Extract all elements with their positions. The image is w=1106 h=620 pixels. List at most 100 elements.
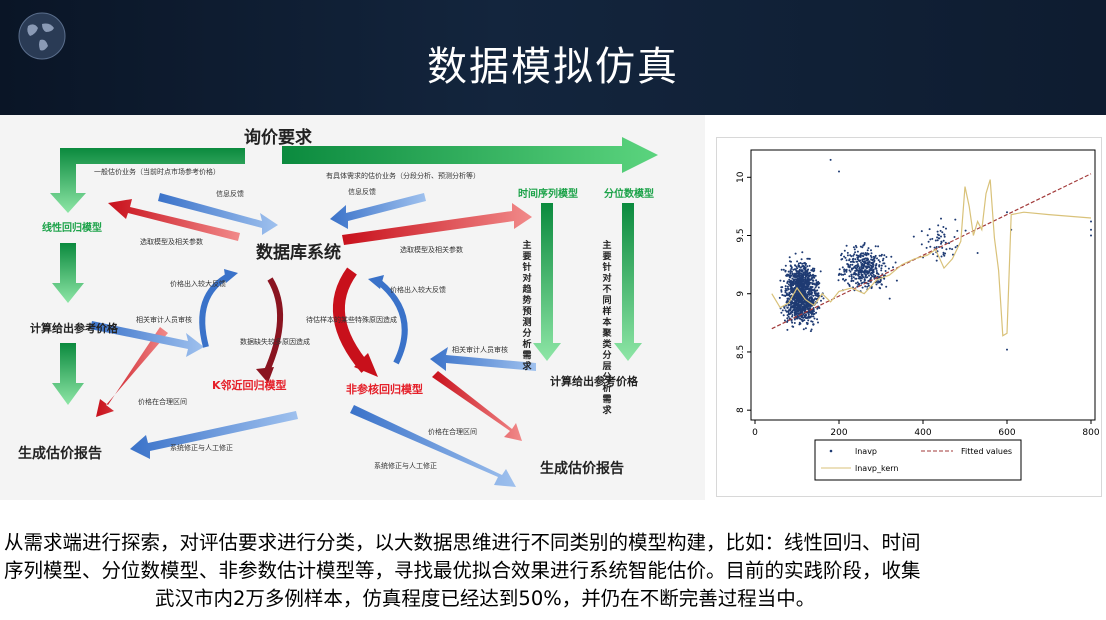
data-point <box>863 253 866 256</box>
data-point <box>931 237 934 240</box>
arrow-red-knn <box>96 327 168 417</box>
data-point <box>875 264 878 267</box>
data-point <box>794 306 797 309</box>
data-point <box>940 217 942 220</box>
data-point <box>895 279 898 282</box>
data-point <box>852 276 855 279</box>
data-point <box>809 311 812 314</box>
data-point <box>787 283 790 286</box>
data-point <box>874 254 877 257</box>
data-point <box>935 246 938 248</box>
data-point <box>852 246 855 249</box>
arrow-red-left <box>108 199 240 241</box>
data-point <box>943 254 946 257</box>
data-point <box>796 314 798 316</box>
data-point <box>808 304 811 307</box>
data-point <box>801 314 804 317</box>
data-point <box>912 235 915 238</box>
data-point <box>790 311 793 314</box>
data-point <box>804 276 807 279</box>
data-point <box>929 245 932 248</box>
caption-line-2: 序列模型、分位数模型、非参数估计模型等，寻找最优拟合效果进行系统智能估价。目前的… <box>4 559 921 582</box>
data-point <box>850 279 853 282</box>
data-point <box>864 285 867 288</box>
data-point <box>943 233 946 236</box>
data-point <box>789 264 792 267</box>
data-point <box>843 270 846 273</box>
arrow-down-ts <box>533 203 561 361</box>
data-point <box>810 297 813 300</box>
data-point <box>782 314 785 317</box>
data-point <box>797 283 800 286</box>
data-point <box>789 307 792 310</box>
data-point <box>857 274 860 277</box>
data-point <box>920 243 923 246</box>
data-point <box>799 266 802 269</box>
data-point <box>790 283 793 286</box>
data-point <box>875 270 878 272</box>
data-point <box>860 252 863 255</box>
data-point <box>933 246 936 249</box>
data-point <box>799 288 802 290</box>
data-point <box>819 270 822 273</box>
data-point <box>852 254 855 257</box>
data-point <box>861 275 864 278</box>
data-point <box>872 265 875 268</box>
data-point <box>848 259 851 262</box>
data-point <box>806 283 808 286</box>
data-point <box>925 246 928 249</box>
arrow-down-3 <box>52 343 84 405</box>
data-point <box>885 256 888 258</box>
label-report-r: 生成估价报告 <box>540 461 624 477</box>
data-point <box>942 226 945 228</box>
data-point <box>814 293 817 296</box>
data-point <box>805 301 808 304</box>
diagram-arrows <box>50 137 658 487</box>
data-point <box>877 245 880 248</box>
data-point <box>810 300 813 303</box>
data-point <box>953 236 956 238</box>
data-point <box>797 295 800 298</box>
data-point <box>815 297 818 300</box>
data-point <box>860 263 863 266</box>
data-point <box>944 241 947 244</box>
data-point <box>791 315 794 318</box>
data-point <box>807 315 810 318</box>
data-point <box>791 277 794 280</box>
data-point <box>782 268 785 271</box>
data-point <box>790 270 793 273</box>
data-point <box>848 269 851 272</box>
data-point <box>940 255 943 258</box>
data-point <box>814 286 817 289</box>
data-point <box>1006 348 1008 351</box>
data-point <box>806 265 809 268</box>
data-point <box>870 262 873 265</box>
data-point <box>805 321 808 324</box>
data-point <box>792 325 795 328</box>
curve-blue-r <box>376 278 408 365</box>
data-point <box>850 277 853 280</box>
data-point <box>789 272 792 275</box>
data-point <box>866 276 869 279</box>
data-point <box>935 259 938 262</box>
label-feedback-r: 信息反馈 <box>348 188 376 196</box>
data-point <box>865 265 868 268</box>
data-point <box>806 293 808 296</box>
data-point <box>859 276 862 279</box>
data-point <box>956 229 959 232</box>
data-point <box>802 280 805 283</box>
data-point <box>795 276 798 278</box>
data-point <box>888 297 891 300</box>
data-point <box>808 293 811 296</box>
data-point <box>869 267 872 270</box>
data-point <box>872 258 875 261</box>
data-point <box>810 328 813 331</box>
data-point <box>879 287 882 290</box>
data-point <box>804 272 807 274</box>
data-point <box>845 259 848 262</box>
legend-label-lnavp: lnavp <box>855 447 877 456</box>
data-point <box>809 330 812 333</box>
data-point <box>864 269 867 272</box>
label-reasonable-l: 价格在合理区间 <box>138 398 187 406</box>
data-point <box>862 266 865 268</box>
